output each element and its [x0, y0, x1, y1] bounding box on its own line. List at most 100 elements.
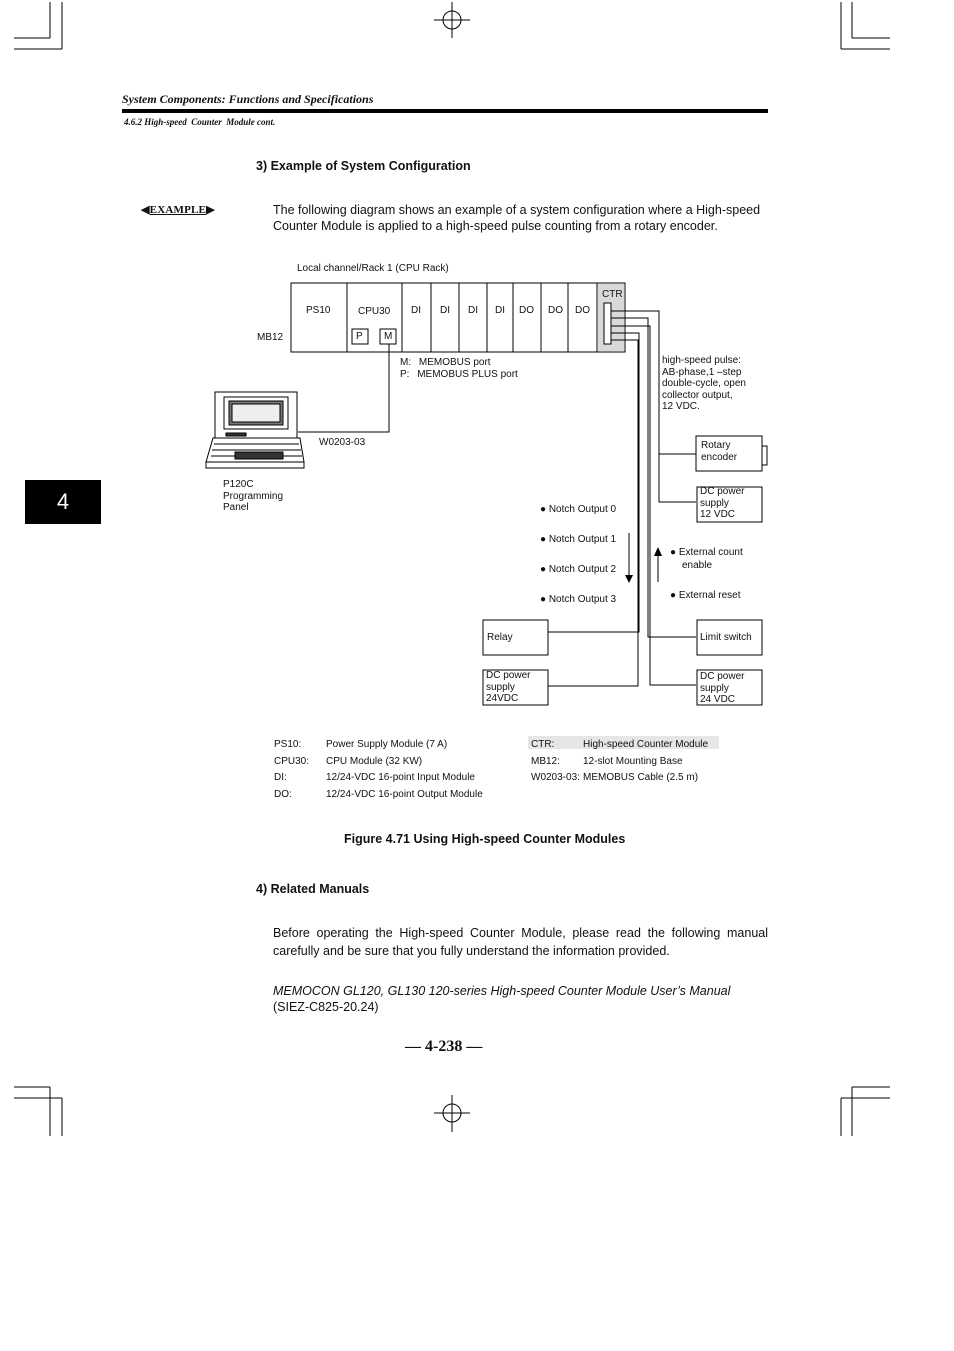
section-3-heading: 3) Example of System Configuration	[256, 159, 471, 173]
port-p-box	[351, 328, 369, 345]
legend-item: W0203-03:MEMOBUS Cable (2.5 m)	[531, 772, 708, 789]
legend-desc: 12-slot Mounting Base	[583, 755, 683, 767]
dc-supply-24v-right-line2: supply	[700, 682, 729, 694]
module-di-2: DI	[440, 305, 450, 316]
pulse-note-line4: collector output,	[662, 389, 733, 401]
module-di-4: DI	[495, 305, 505, 316]
port-m-description: M: MEMOBUS port	[400, 357, 491, 368]
legend-item: CTR: High-speed Counter Module	[531, 739, 708, 756]
legend-item: MB12:12-slot Mounting Base	[531, 756, 708, 773]
rack-label: Local channel/Rack 1 (CPU Rack)	[297, 263, 449, 274]
legend-key: DO:	[274, 788, 292, 800]
legend-item: DI: 12/24-VDC 16-point Input Module	[274, 772, 483, 789]
notch-output-1-label: Notch Output 1	[548, 534, 617, 545]
mb12-label: MB12	[257, 332, 284, 343]
dc-supply-24v-left-line2: supply	[486, 681, 515, 693]
dc-supply-24v-right-line1: DC power	[700, 671, 745, 682]
legend-item: CPU30: CPU Module (32 KW)	[274, 756, 483, 773]
notch-arrow-head	[625, 575, 633, 583]
notch-output-2-label: Notch Output 2	[548, 564, 617, 575]
port-p-label: P	[356, 331, 363, 342]
encoder-shaft	[761, 445, 768, 466]
legend-desc: Power Supply Module (7 A)	[326, 739, 448, 750]
module-do-3: DO	[575, 305, 590, 316]
notch-output-3-label: Notch Output 3	[548, 594, 617, 605]
dc-supply-12v-label: DC power supply 12 VDC	[700, 486, 744, 521]
legend-key: DI:	[274, 772, 287, 783]
legend-desc: MEMOBUS Cable (2.5 m)	[583, 772, 699, 783]
module-ps10: PS10	[306, 305, 331, 316]
module-di-3: DI	[468, 305, 478, 316]
external-count-line1: External count	[678, 547, 743, 558]
chapter-tab: 4	[25, 480, 101, 524]
module-cpu30: CPU30	[358, 306, 391, 317]
external-count-enable: ● External count enable	[670, 547, 743, 571]
panel-label-line3: Panel	[223, 502, 249, 513]
rotary-encoder-line1: Rotary	[701, 440, 731, 451]
module-do-1: DO	[519, 305, 534, 316]
panel-label-line1: P120C	[223, 479, 254, 490]
running-header-title: System Components: Functions and Specifi…	[122, 92, 374, 106]
pulse-note-line3: double-cycle, open	[662, 378, 746, 389]
bullet-icon: ●	[670, 590, 677, 601]
notch-output-1: ● Notch Output 1	[540, 534, 616, 546]
notch-output-2: ● Notch Output 2	[540, 564, 616, 576]
external-arrow-head	[654, 547, 662, 556]
dc-supply-12v-line1: DC power	[700, 486, 745, 497]
legend-right: CTR: High-speed Counter Module MB12:12-sl…	[531, 739, 708, 789]
legend-desc: 12/24-VDC 16-point Output Module	[326, 788, 483, 800]
dc-supply-12v-line3: 12 VDC	[700, 509, 736, 520]
bullet-icon: ●	[670, 547, 677, 558]
legend-highlight	[528, 736, 719, 749]
section-4-heading: 4) Related Manuals	[256, 882, 370, 896]
legend-item: DO: 12/24-VDC 16-point Output Module	[274, 789, 483, 806]
right-triangle-icon: ▶	[206, 204, 215, 216]
dc-supply-24v-left-line3: 24VDC	[486, 693, 519, 704]
module-ctr: CTR	[602, 289, 623, 300]
bullet-icon: ●	[540, 534, 547, 545]
external-reset-label: External reset	[678, 590, 741, 601]
pulse-note-line2: AB-phase,1 –step	[662, 366, 742, 378]
cable-label: W0203-03	[319, 437, 366, 448]
dc-supply-24v-right-box	[696, 669, 763, 706]
notch-output-3: ● Notch Output 3	[540, 594, 616, 606]
related-manual: MEMOCON GL120, GL130 120-series High-spe…	[273, 983, 773, 1015]
legend-left: PS10:Power Supply Module (7 A) CPU30:CPU…	[274, 739, 483, 805]
relay-label: Relay	[487, 632, 513, 643]
dc-supply-12v-line2: supply	[700, 497, 729, 509]
pulse-note-line5: 12 VDC.	[662, 401, 700, 412]
example-tag: ◀EXAMPLE▶	[141, 203, 215, 216]
external-reset: ● External reset	[670, 590, 741, 602]
legend-key: PS10:	[274, 739, 302, 750]
limit-switch-box	[696, 619, 763, 656]
header-rule	[122, 109, 768, 113]
module-di-1: DI	[411, 305, 421, 316]
pulse-note: high-speed pulse: AB-phase,1 –step doubl…	[662, 355, 746, 413]
figure-caption: Figure 4.71 Using High-speed Counter Mod…	[344, 832, 626, 846]
legend-desc: 12/24-VDC 16-point Input Module	[326, 772, 475, 783]
legend-desc: CPU Module (32 KW)	[326, 755, 423, 767]
port-p-description: P: MEMOBUS PLUS port	[400, 369, 518, 380]
dc-supply-24v-left-label: DC power supply 24VDC	[486, 670, 530, 705]
port-m-label: M	[384, 331, 393, 342]
legend-key: CTR:	[531, 739, 555, 750]
dc-supply-24v-right-label: DC power supply 24 VDC	[700, 671, 744, 706]
laptop-icon	[205, 391, 305, 469]
running-header-subtitle: 4.6.2 High-speed Counter Module cont.	[124, 117, 276, 127]
dc-supply-24v-left-box	[482, 669, 549, 706]
legend-key: W0203-03:	[531, 772, 580, 783]
legend-desc: High-speed Counter Module	[583, 739, 709, 750]
bullet-icon: ●	[540, 564, 547, 575]
section-3-intro: The following diagram shows an example o…	[273, 203, 761, 233]
rotary-encoder-line2: encoder	[701, 451, 738, 463]
dc-supply-12v-box	[696, 486, 763, 523]
dc-supply-24v-left-line1: DC power	[486, 670, 531, 681]
legend-key: CPU30:	[274, 755, 310, 767]
panel-label-line2: Programming	[223, 490, 284, 502]
port-m-box	[379, 328, 397, 345]
manual-title: MEMOCON GL120, GL130 120-series High-spe…	[273, 984, 731, 998]
cable-line	[298, 344, 390, 433]
external-count-line2: enable	[682, 559, 713, 571]
